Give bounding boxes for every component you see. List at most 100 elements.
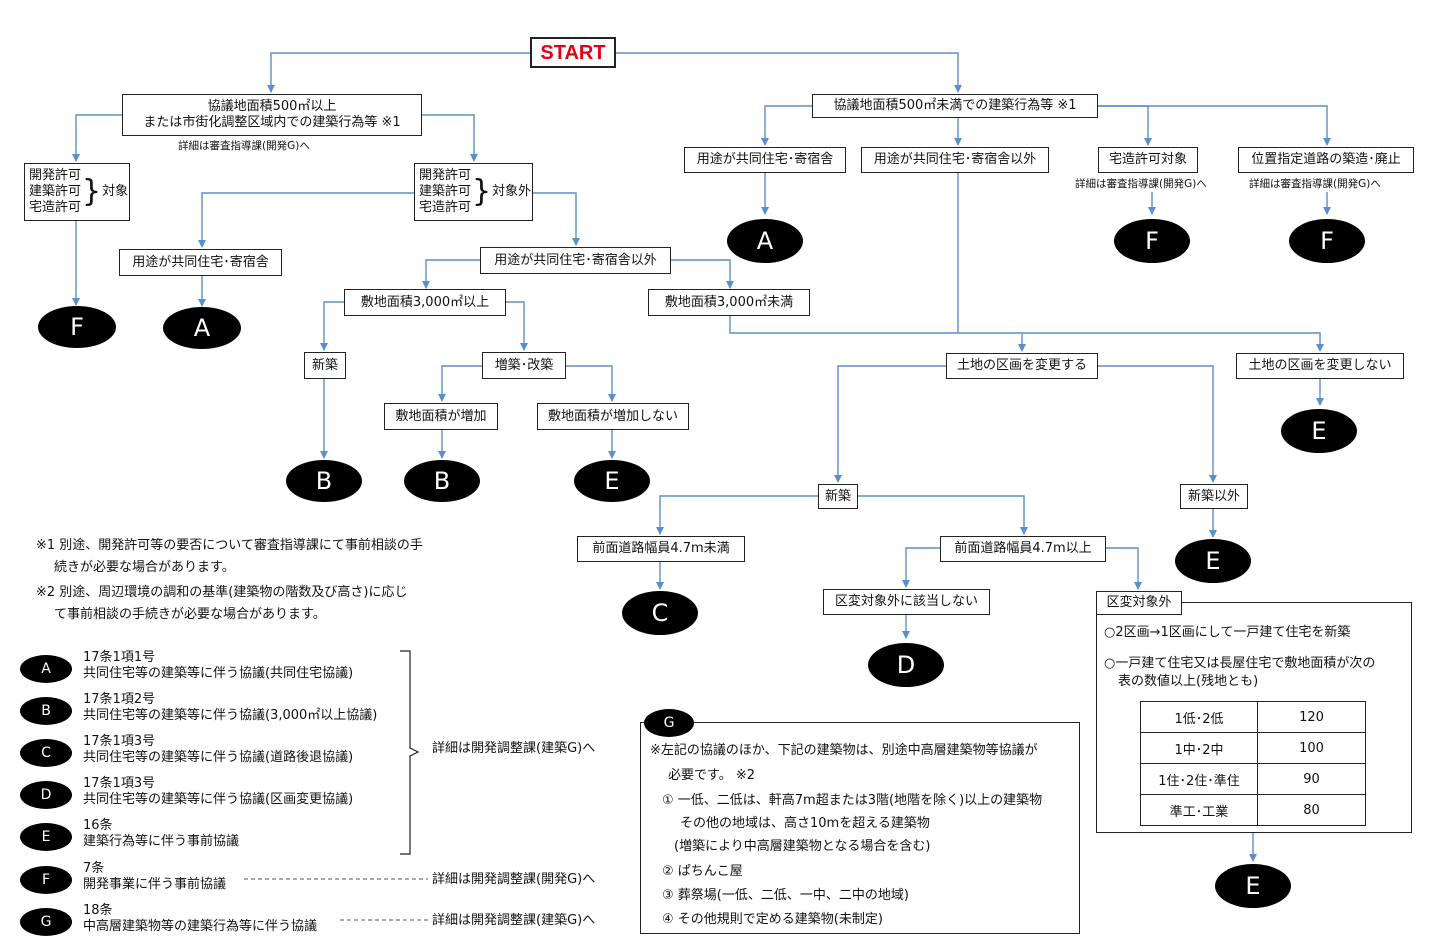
legend-b-article: 17条1項2号 — [83, 692, 156, 707]
area-zone: 1低･2低 — [1140, 701, 1258, 733]
permit-type-build-2: 建築許可 — [419, 184, 472, 199]
site-no-increase: 敷地面積が増加しない — [537, 403, 689, 430]
permit-type-dev-2: 開発許可 — [419, 168, 472, 183]
permit-bracket-2: } — [472, 174, 492, 209]
right-not-shared-housing: 用途が共同住宅･寄宿舎以外 — [861, 147, 1049, 173]
road-over-4-7: 前面道路幅員4.7m以上 — [940, 536, 1106, 562]
permit-type-land: 宅造許可 — [29, 200, 82, 215]
legend-a-desc: 共同住宅等の建築等に伴う協議(共同住宅協議) — [83, 666, 354, 681]
g-intro-line2: 必要です。 ※2 — [668, 768, 755, 783]
left-shared-housing: 用途が共同住宅･寄宿舎 — [119, 249, 282, 276]
outcome-f: F — [1114, 219, 1190, 263]
permit-non-target-label: 対象外 — [492, 184, 532, 199]
legend-b: 17条1項2号 共同住宅等の建築等に伴う協議(3,000㎡以上協議) — [83, 692, 377, 724]
area-value: 90 — [1257, 763, 1366, 795]
outcome-a: A — [163, 307, 241, 349]
change-division: 土地の区画を変更する — [946, 353, 1098, 379]
outcome-a: A — [727, 219, 803, 263]
legend-f-article: 7条 — [83, 861, 105, 876]
legend-g-article: 18条 — [83, 903, 113, 918]
legend-e: 16条 建築行為等に伴う事前協議 — [83, 818, 239, 850]
legend-key-d: D — [20, 781, 72, 809]
legend-f: 7条 開発事業に伴う事前協議 — [83, 861, 226, 893]
condition-over-500-line1: 協議地面積500㎡以上 — [207, 99, 337, 114]
outcome-b: B — [286, 460, 362, 502]
permit-target-label: 対象 — [102, 184, 129, 199]
area-value: 120 — [1257, 701, 1366, 733]
left-new-build: 新築 — [304, 352, 346, 379]
land-dev-target: 宅造許可対象 — [1098, 147, 1198, 173]
outcome-c: C — [622, 591, 698, 635]
g-item4: ④ その他規則で定める建築物(未制定) — [662, 912, 883, 927]
g-item1-line3: (増築により中高層建築物となる場合を含む) — [674, 839, 931, 854]
exempt-item2-line1: ○一戸建て住宅又は長屋住宅で敷地面積が次の — [1104, 656, 1376, 671]
legend-key-a: A — [20, 655, 72, 683]
legend-key-e: E — [20, 823, 72, 851]
legend-key-f: F — [20, 866, 72, 894]
legend-g-desc: 中高層建築物等の建築行為等に伴う協議 — [83, 919, 318, 934]
designated-road: 位置指定道路の築造･廃止 — [1238, 147, 1414, 173]
exempt-item2-line2: 表の数値以上(残地とも) — [1118, 674, 1259, 689]
footnote-1-line1: ※1 別途、開発許可等の要否について審査指導課にて事前相談の手 — [36, 538, 423, 553]
outcome-f: F — [38, 306, 116, 348]
g-intro-line1: ※左記の協議のほか、下記の建築物は、別途中高層建築物等協議が — [650, 743, 1038, 758]
condition-over-500-note: 詳細は審査指導課(開発G)へ — [178, 140, 310, 152]
g-box — [640, 722, 1080, 934]
exempt-item1: ○2区画→1区画にして一戸建て住宅を新築 — [1104, 625, 1351, 640]
area-value: 80 — [1257, 794, 1366, 826]
legend-c-desc: 共同住宅等の建築等に伴う協議(道路後退協議) — [83, 750, 354, 765]
g-item3: ③ 葬祭場(一低、二低、一中、二中の地域) — [662, 888, 909, 903]
permit-type-dev: 開発許可 — [29, 168, 82, 183]
road-under-4-7: 前面道路幅員4.7m未満 — [577, 536, 745, 562]
legend-c: 17条1項3号 共同住宅等の建築等に伴う協議(道路後退協議) — [83, 734, 353, 766]
outcome-d: D — [868, 643, 944, 687]
land-dev-note: 詳細は審査指導課(開発G)へ — [1075, 178, 1207, 190]
right-shared-housing: 用途が共同住宅･寄宿舎 — [684, 147, 846, 173]
footnote-2-line2: て事前相談の手続きが必要な場合があります。 — [54, 607, 326, 622]
not-exempt: 区変対象外に該当しない — [823, 589, 990, 615]
footnote-2-line1: ※2 別途、周辺環境の調和の基準(建築物の階数及び高さ)に応じ — [36, 585, 408, 600]
legend-ref-g: 詳細は開発調整課(建築G)へ — [432, 913, 596, 928]
legend-d-article: 17条1項3号 — [83, 776, 156, 791]
outcome-e: E — [1215, 864, 1291, 908]
area-zone: 1住･2住･準住 — [1140, 763, 1258, 795]
legend-key-c: C — [20, 739, 72, 767]
site-over-3000: 敷地面積3,000㎡以上 — [344, 289, 506, 316]
legend-ref-f: 詳細は開発調整課(開発G)へ — [432, 872, 596, 887]
outcome-e: E — [574, 460, 650, 502]
start-node: START — [530, 37, 616, 68]
site-increase: 敷地面積が増加 — [384, 403, 498, 430]
condition-under-500: 協議地面積500㎡未満での建築行為等 ※1 — [812, 94, 1098, 118]
left-extension: 増築･改築 — [482, 352, 566, 379]
g-item1-line2: その他の地域は、高さ10mを超える建築物 — [680, 816, 930, 831]
permit-type-build: 建築許可 — [29, 184, 82, 199]
legend-b-desc: 共同住宅等の建築等に伴う協議(3,000㎡以上協議) — [83, 708, 378, 723]
outcome-b: B — [404, 460, 480, 502]
legend-a: 17条1項1号 共同住宅等の建築等に伴う協議(共同住宅協議) — [83, 650, 353, 682]
legend-e-desc: 建築行為等に伴う事前協議 — [83, 834, 240, 849]
condition-over-500-line2: または市街化調整区域内での建築行為等 ※1 — [143, 115, 401, 130]
area-zone: 1中･2中 — [1140, 732, 1258, 764]
legend-c-article: 17条1項3号 — [83, 734, 156, 749]
right-not-new-build: 新築以外 — [1180, 484, 1248, 509]
site-under-3000: 敷地面積3,000㎡未満 — [648, 289, 810, 316]
area-zone: 準工･工業 — [1140, 794, 1258, 826]
legend-d-desc: 共同住宅等の建築等に伴う協議(区画変更協議) — [83, 792, 354, 807]
g-item1-line1: ① 一低、二低は、軒高7m超または3階(地階を除く)以上の建築物 — [662, 793, 1043, 808]
footnote-1-line2: 続きが必要な場合があります。 — [54, 560, 235, 575]
legend-a-article: 17条1項1号 — [83, 650, 156, 665]
outcome-e: E — [1281, 409, 1357, 453]
designated-road-note: 詳細は審査指導課(開発G)へ — [1249, 178, 1381, 190]
permit-types-list-2: 開発許可 建築許可 宅造許可 — [419, 168, 471, 216]
legend-e-article: 16条 — [83, 818, 113, 833]
permit-types-list: 開発許可 建築許可 宅造許可 — [29, 168, 81, 216]
permit-type-land-2: 宅造許可 — [419, 200, 472, 215]
condition-over-500: 協議地面積500㎡以上 または市街化調整区域内での建築行為等 ※1 — [122, 94, 422, 136]
permit-non-target-box: 開発許可 建築許可 宅造許可 } 対象外 — [414, 163, 533, 221]
legend-d: 17条1項3号 共同住宅等の建築等に伴う協議(区画変更協議) — [83, 776, 353, 808]
legend-key-g: G — [20, 908, 72, 936]
